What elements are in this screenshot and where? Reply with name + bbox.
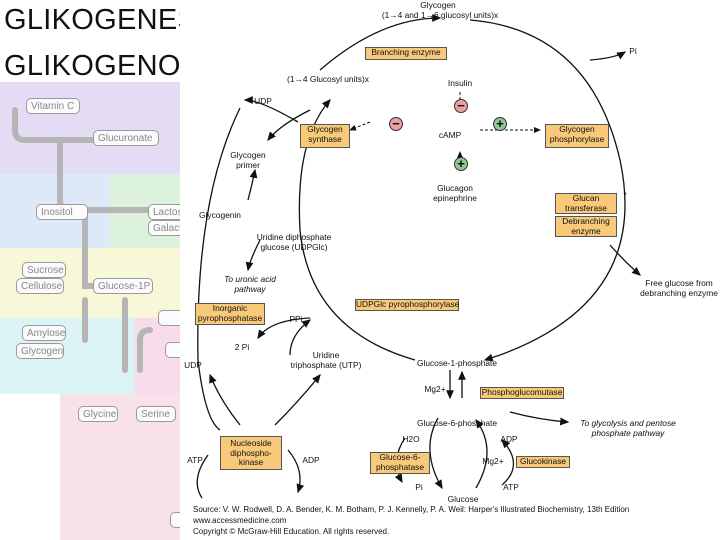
glucosyl-units-label: (1→4 Glucosyl units)x [287, 74, 369, 84]
pi-bottom-label: Pi [415, 482, 423, 492]
bg-box-inositol: Inositol [36, 204, 88, 220]
inorganic-pyrophosphatase-box: Inorganic pyrophosphatase [195, 303, 265, 325]
atp-right-label: ATP [503, 482, 519, 492]
glycogen-metabolism-diagram: Glycogen (1→4 and 1→6 glucosyl units)x B… [180, 0, 720, 540]
glucagon-epinephrine-label: Glucagon epinephrine [433, 183, 477, 203]
synthase-inhibit-sign: − [389, 117, 403, 131]
source-line-1: Source: V. W. Rodwell, D. A. Bender, K. … [193, 505, 630, 514]
debranching-enzyme-box: Debranching enzyme [555, 216, 617, 237]
atp-left-label: ATP [187, 455, 203, 465]
bg-box-lactose: Lactose [148, 204, 188, 220]
debranching-asterisk: * [623, 190, 627, 200]
bg-box-vitamin-c: Vitamin C [26, 98, 80, 114]
glucose-1-phosphate-label: Glucose-1-phosphate [416, 358, 498, 368]
udp-mid-label: UDP [184, 360, 202, 370]
bg-box-cellulose: Cellulose [16, 278, 64, 294]
phosphorylase-activate-sign: + [493, 117, 507, 131]
bg-box-glycine: Glycine [78, 406, 118, 422]
glucose-label: Glucose [447, 494, 479, 504]
two-pi-label: 2 Pi [234, 342, 250, 352]
source-line-2: www.accessmedicine.com [193, 516, 287, 525]
glycolysis-label: To glycolysis and pentose phosphate path… [580, 418, 676, 438]
glucagon-activate-sign: + [454, 157, 468, 171]
insulin-inhibit-sign: − [454, 99, 468, 113]
ppi-label: PPi [289, 314, 303, 324]
pi-top-label: Pi [629, 46, 637, 56]
glucose-6-phosphatase-box: Glucose-6-phosphatase [370, 452, 430, 474]
glycogenin-label: Glycogenin [199, 210, 241, 220]
glycogen-primer-label: Glycogen primer [230, 150, 266, 170]
mg-top-label: Mg2+ [424, 384, 446, 394]
bg-box-sucrose: Sucrose [22, 262, 66, 278]
adp-right-label: ADP [500, 434, 518, 444]
utp-label: Uridine triphosphate (UTP) [290, 350, 362, 370]
glycogen-phosphorylase-box: Glycogen phosphorylase [545, 124, 609, 148]
udp-top-label: UDP [254, 96, 272, 106]
udpglc-pyrophosphorylase-box: UDPGlc pyrophosphorylase [355, 299, 460, 311]
glycogen-top-label: Glycogen [420, 0, 456, 10]
source-line-3: Copyright © McGraw-Hill Education. All r… [193, 527, 390, 536]
mg-right-label: Mg2+ [482, 456, 504, 466]
glucan-transferase-box: Glucan transferase [555, 193, 617, 214]
insulin-label: Insulin [447, 78, 473, 88]
camp-label: cAMP [438, 130, 462, 140]
glucose-6-phosphate-label: Glucose-6-phosphate [416, 418, 498, 428]
branching-enzyme-box: Branching enzyme [365, 47, 447, 60]
udpglc-label: Uridine diphosphate glucose (UDPGlc) [256, 232, 332, 252]
h2o-label: H2O [402, 434, 420, 444]
bg-box-serine: Serine [136, 406, 176, 422]
free-glucose-label: Free glucose from debranching enzyme [640, 278, 718, 298]
bg-box-glucuronate: Glucuronate [93, 130, 159, 146]
pathway-arrows [196, 14, 641, 499]
adp-left-label: ADP [302, 455, 320, 465]
source-citation: Source: V. W. Rodwell, D. A. Bender, K. … [193, 504, 629, 537]
bg-box-glucose-1p: Glucose-1P [93, 278, 153, 294]
nucleoside-diphosphokinase-box: Nucleoside diphospho-kinase [220, 436, 282, 470]
bg-panel-purple [0, 82, 180, 174]
glycogen-synthase-box: Glycogen synthase [300, 124, 350, 148]
phosphoglucomutase-box: Phosphoglucomutase [480, 387, 564, 399]
bg-box-glycogen: Glycogen [16, 343, 64, 359]
uronic-acid-label: To uronic acid pathway [224, 274, 276, 294]
glycogen-units-label: (1→4 and 1→6 glucosyl units)x [381, 10, 499, 20]
glucokinase-box: Glucokinase [516, 456, 570, 468]
bg-box-amylose: Amylose [22, 325, 66, 341]
